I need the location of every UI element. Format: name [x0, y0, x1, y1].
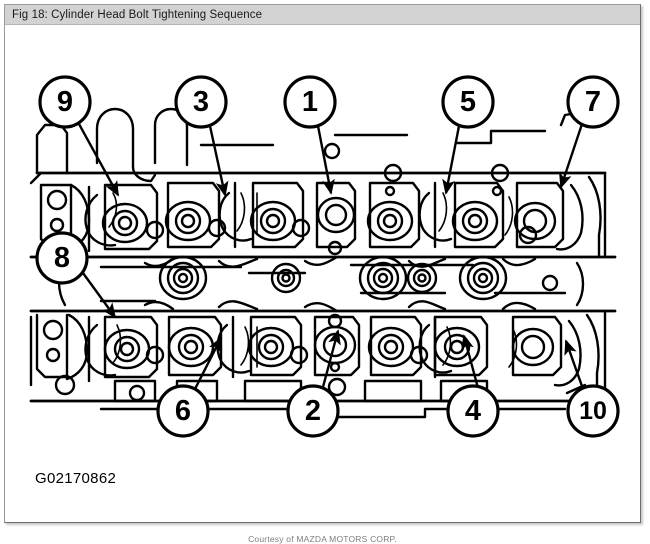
- detail-strokes: [108, 192, 518, 368]
- center-bolt-valley: [29, 240, 617, 329]
- callout-circle-3: [174, 75, 228, 129]
- callout-label-5: 5: [460, 86, 476, 118]
- callout-circle-4: [446, 384, 500, 438]
- figure-frame: Fig 18: Cylinder Head Bolt Tightening Se…: [4, 4, 641, 544]
- leader-line-2: [321, 329, 341, 388]
- callout-8: 8: [35, 231, 89, 285]
- diagram-canvas: 9 3 1 5 7 8 6 2 4 10 G02170862 Courtesy of MAZDA …: [5, 25, 640, 544]
- callout-10: 10: [566, 384, 620, 438]
- callout-circle-1: [283, 75, 337, 129]
- callout-5: 5: [441, 75, 495, 129]
- callout-label-1: 1: [302, 86, 318, 118]
- leader-line-8: [82, 272, 117, 319]
- cylinder-head-diagram: 9 3 1 5 7 8 6 2 4 10: [29, 75, 620, 438]
- callout-label-10: 10: [579, 397, 607, 425]
- callout-label-4: 4: [465, 395, 481, 427]
- callout-9: 9: [38, 75, 92, 129]
- callout-circle-6: [156, 384, 210, 438]
- callout-1: 1: [283, 75, 337, 129]
- callout-label-7: 7: [585, 86, 601, 118]
- leader-line-4: [461, 334, 480, 389]
- leader-line-1: [316, 125, 335, 195]
- leader-line-9: [77, 123, 120, 197]
- callout-circle-10: [566, 384, 620, 438]
- callout-circle-5: [441, 75, 495, 129]
- callout-label-6: 6: [175, 395, 191, 427]
- figure-title: Fig 18: Cylinder Head Bolt Tightening Se…: [12, 8, 263, 21]
- callout-2: 2: [286, 384, 340, 438]
- callout-3: 3: [174, 75, 228, 129]
- image-code: G02170862: [35, 470, 117, 487]
- callout-circle-9: [38, 75, 92, 129]
- upper-cam-bank: [29, 107, 607, 259]
- callout-bubbles: 9 3 1 5 7 8 6 2 4 10: [35, 75, 620, 438]
- callout-7: 7: [566, 75, 620, 129]
- callout-label-9: 9: [57, 86, 73, 118]
- figure-title-bar: Fig 18: Cylinder Head Bolt Tightening Se…: [5, 5, 640, 25]
- callout-circle-8: [35, 231, 89, 285]
- callout-label-3: 3: [193, 86, 209, 118]
- leader-line-10: [564, 339, 585, 390]
- callout-label-8: 8: [54, 242, 70, 274]
- leader-line-5: [442, 125, 461, 195]
- leader-line-6: [193, 336, 223, 390]
- callout-6: 6: [156, 384, 210, 438]
- callout-circle-2: [286, 384, 340, 438]
- courtesy-notice: Courtesy of MAZDA MOTORS CORP.: [248, 534, 397, 544]
- callout-4: 4: [446, 384, 500, 438]
- callout-leaders: [77, 123, 585, 390]
- leader-line-3: [208, 125, 229, 197]
- callout-label-2: 2: [305, 395, 321, 427]
- leader-line-7: [559, 123, 584, 189]
- callout-circle-7: [566, 75, 620, 129]
